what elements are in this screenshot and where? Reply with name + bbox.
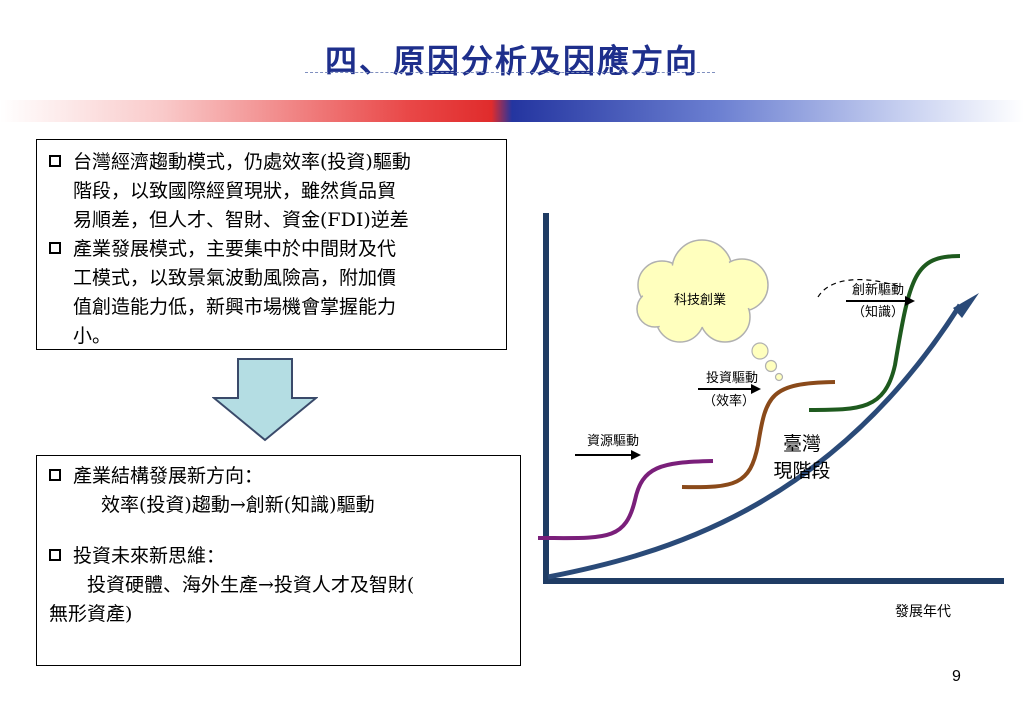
taiwan-label-line1: 臺灣: [783, 433, 821, 455]
innovation-dashed-arc: [817, 278, 901, 298]
thought-cloud: [636, 239, 784, 382]
analysis-item: 台灣經濟趨動模式，仍處效率(投資)驅動 階段，以致國際經貿現狀，雖然貨品貿 易順…: [49, 148, 496, 235]
square-bullet-icon: [49, 469, 61, 481]
square-bullet-icon: [49, 549, 61, 561]
title-underline: [305, 72, 715, 73]
direction-box: 產業結構發展新方向： 效率(投資)趨動→創新(知識)驅動 投資未來新思維： 投資…: [36, 455, 521, 666]
cloud-text: 科技創業: [674, 292, 726, 308]
industry-upgrade-diagram: 產 業 升 級 發展年代 科技創業: [530, 213, 1004, 620]
analysis-line: 易順差，但人才、智財、資金(FDI)逆差: [73, 209, 409, 231]
analysis-line: 小。: [73, 325, 112, 347]
analysis-line: 工模式，以致景氣波動風險高，附加價: [73, 267, 397, 289]
stage-innovation-label: 創新驅動: [852, 282, 904, 298]
down-arrow-icon: [212, 358, 318, 442]
decorative-color-band: [0, 100, 1024, 122]
s-curve-resource: [537, 459, 714, 541]
square-bullet-icon: [49, 242, 61, 254]
direction-heading: 投資未來新思維：: [73, 545, 226, 567]
x-axis-label: 發展年代: [895, 604, 951, 620]
growth-arrowhead-icon: [953, 293, 979, 318]
analysis-item: 產業發展模式，主要集中於中間財及代 工模式，以致景氣波動風險高，附加價 值創造能…: [49, 235, 496, 351]
slide-title: 四、原因分析及因應方向: [324, 42, 699, 80]
analysis-line: 台灣經濟趨動模式，仍處效率(投資)驅動: [73, 151, 411, 173]
analysis-box: 台灣經濟趨動模式，仍處效率(投資)驅動 階段，以致國際經貿現狀，雖然貨品貿 易順…: [36, 139, 507, 350]
direction-detail-continuation: 無形資產): [49, 603, 133, 625]
direction-item: 投資未來新思維：: [49, 542, 510, 571]
square-bullet-icon: [49, 155, 61, 167]
y-axis-label: 產 業 升 級: [530, 223, 531, 287]
stage-innovation-sublabel: （知識）: [852, 304, 904, 320]
taiwan-label-line2: 現階段: [773, 460, 830, 482]
analysis-line: 值創造能力低，新興市場機會掌握能力: [73, 296, 397, 318]
direction-heading: 產業結構發展新方向：: [73, 465, 264, 487]
analysis-line: 階段，以致國際經貿現狀，雖然貨品貿: [73, 180, 397, 202]
direction-detail: 效率(投資)趨動→創新(知識)驅動: [101, 494, 375, 516]
stage-investment-label: 投資驅動: [706, 370, 758, 386]
direction-item: 產業結構發展新方向：: [49, 462, 510, 491]
stage-investment-sublabel: （效率）: [703, 393, 755, 409]
stage-resource-label: 資源驅動: [587, 434, 639, 449]
s-curve-innovation: [808, 254, 961, 412]
direction-detail: 投資硬體、海外生產→投資人才及智財(: [87, 574, 415, 596]
page-number: 9: [952, 668, 961, 685]
growth-arrow: [547, 303, 963, 580]
analysis-line: 產業發展模式，主要集中於中間財及代: [73, 238, 397, 260]
s-curve-investment: [681, 380, 836, 490]
